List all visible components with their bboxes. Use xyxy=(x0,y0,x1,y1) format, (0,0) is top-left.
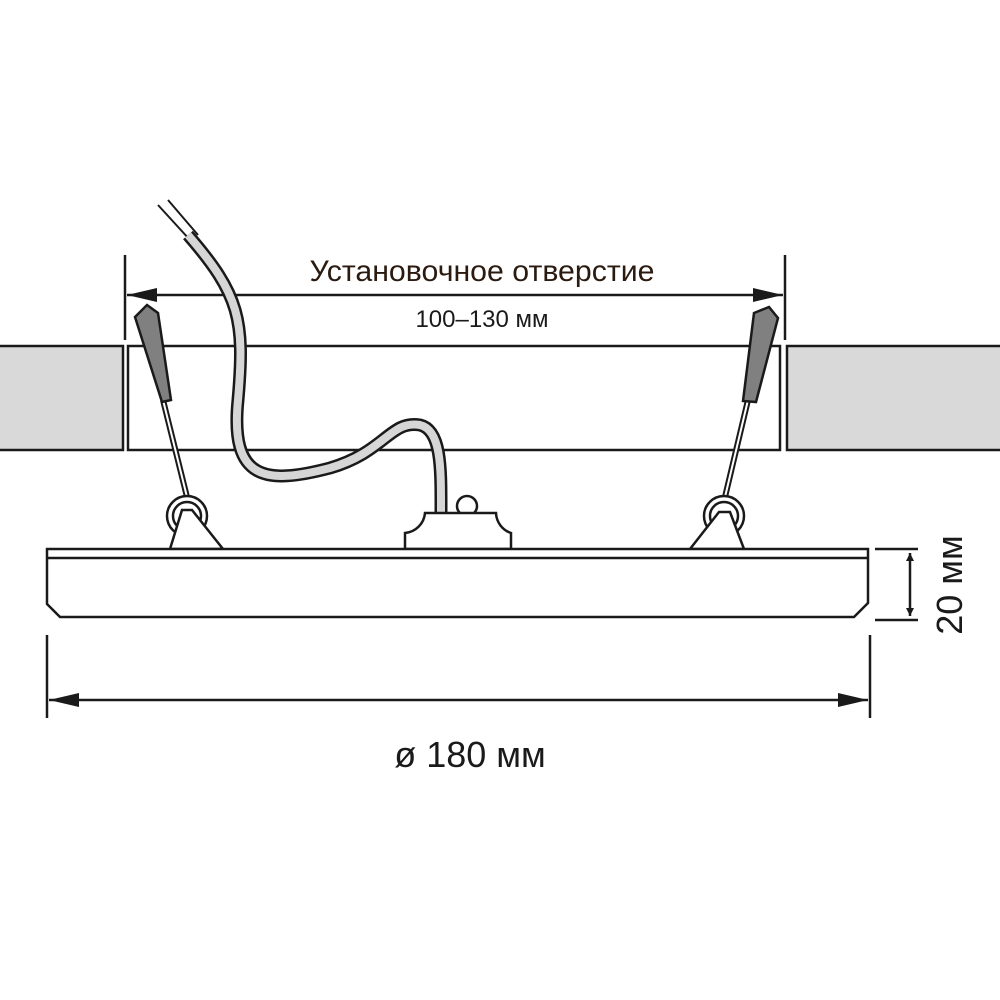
power-cable xyxy=(157,199,448,515)
hole-title: Установочное отверстие xyxy=(310,255,655,288)
hole-range: 100–130 мм xyxy=(415,306,548,333)
spring-clip-left xyxy=(133,303,226,551)
diameter-dimension xyxy=(45,635,872,718)
ceiling-left-block xyxy=(0,344,125,452)
height-dimension xyxy=(875,547,918,622)
mounting-hole xyxy=(126,344,782,452)
led-panel xyxy=(45,547,870,619)
diameter-label: ø 180 мм xyxy=(394,734,546,775)
ceiling-right-block xyxy=(785,344,1000,452)
height-label: 20 мм xyxy=(929,535,970,635)
terminal-block xyxy=(403,494,513,551)
